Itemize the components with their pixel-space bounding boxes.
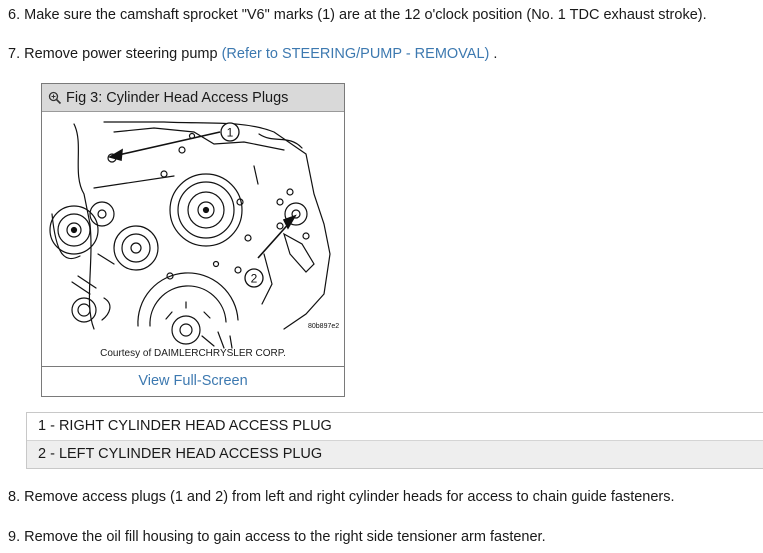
step-9-text: 9. Remove the oil fill housing to gain a… — [8, 529, 546, 545]
figure-panel: Fig 3: Cylinder Head Access Plugs — [41, 83, 345, 397]
figure-caption: Courtesy of DAIMLERCHRYSLER CORP. — [100, 348, 286, 359]
step-8-text: 8. Remove access plugs (1 and 2) from le… — [8, 489, 675, 505]
figure-title: Fig 3: Cylinder Head Access Plugs — [66, 89, 289, 106]
legend-row: 2 - LEFT CYLINDER HEAD ACCESS PLUG — [27, 440, 763, 468]
figure-image-code: 80b897e2 — [308, 323, 339, 330]
callout-1-label: 1 — [227, 126, 234, 140]
step-7-text: 7. Remove power steering pump — [8, 46, 222, 62]
legend-table: 1 - RIGHT CYLINDER HEAD ACCESS PLUG 2 - … — [26, 412, 763, 469]
figure-header: Fig 3: Cylinder Head Access Plugs — [42, 84, 344, 112]
legend-row: 1 - RIGHT CYLINDER HEAD ACCESS PLUG — [38, 418, 332, 434]
callout-2-label: 2 — [251, 272, 258, 286]
step-7: 7. Remove power steering pump (Refer to … — [8, 46, 497, 62]
steering-pump-removal-link[interactable]: (Refer to STEERING/PUMP - REMOVAL) — [221, 46, 490, 62]
step-7-tail: . — [489, 46, 498, 62]
engine-diagram-image[interactable]: 1 2 80b897e2 — [44, 114, 342, 354]
magnifier-plus-icon[interactable] — [48, 91, 62, 105]
step-6-text: 6. Make sure the camshaft sprocket "V6" … — [8, 7, 707, 23]
view-full-screen-link[interactable]: View Full-Screen — [42, 366, 344, 397]
